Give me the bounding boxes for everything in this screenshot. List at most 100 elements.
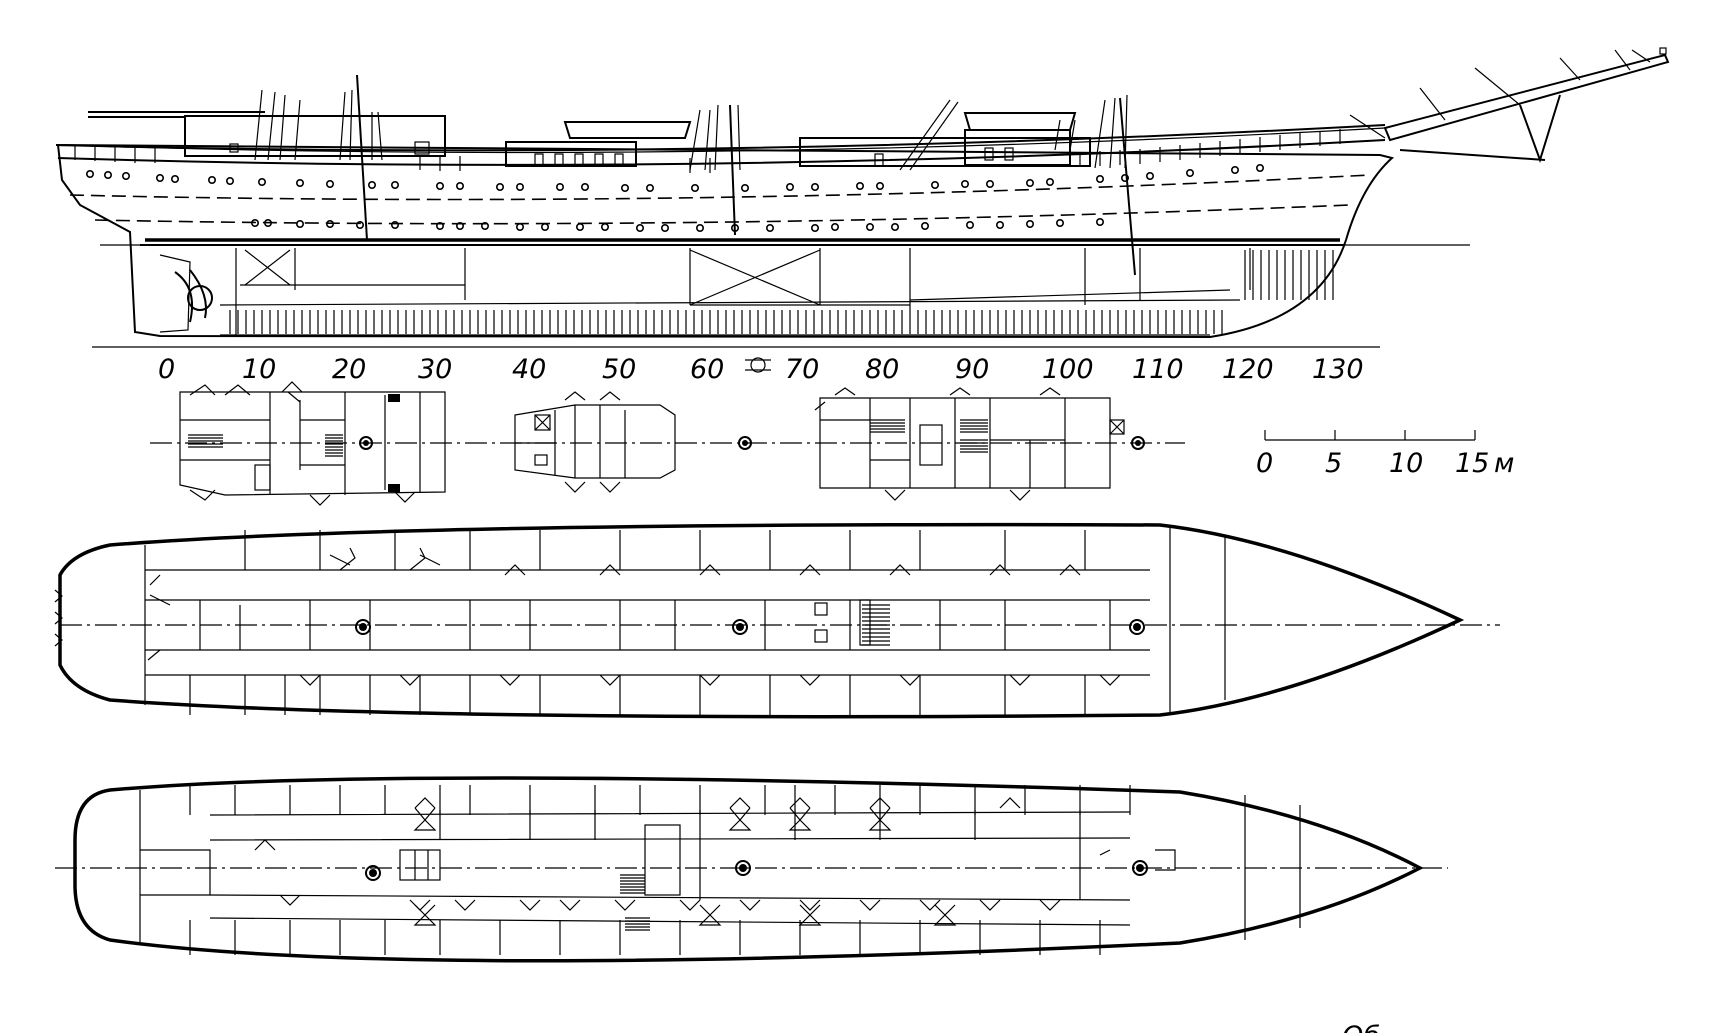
porthole bbox=[1026, 179, 1035, 188]
mast-icon bbox=[735, 860, 751, 876]
porthole bbox=[295, 179, 304, 188]
porthole bbox=[1186, 169, 1195, 178]
porthole bbox=[785, 183, 794, 192]
porthole bbox=[295, 220, 304, 229]
frame-label: 20 bbox=[332, 354, 366, 385]
frame-label: 10 bbox=[242, 354, 276, 385]
mast-icon bbox=[1131, 436, 1145, 450]
frame-label: 90 bbox=[955, 354, 989, 385]
porthole bbox=[960, 180, 969, 189]
scale-unit: м bbox=[1494, 448, 1514, 479]
porthole bbox=[890, 223, 899, 232]
porthole bbox=[156, 174, 165, 183]
porthole bbox=[1146, 172, 1155, 181]
mast-icon bbox=[365, 865, 381, 881]
porthole bbox=[251, 219, 260, 228]
porthole bbox=[660, 224, 669, 233]
porthole bbox=[695, 224, 704, 233]
propeller-icon bbox=[159, 254, 213, 333]
side-elevation: 0 10 20 30 40 50 60 70 80 90 100 110 120… bbox=[55, 47, 1670, 385]
porthole bbox=[355, 221, 364, 230]
porthole bbox=[645, 184, 654, 193]
porthole bbox=[765, 224, 774, 233]
porthole bbox=[515, 223, 524, 232]
porthole bbox=[540, 223, 549, 232]
porthole bbox=[855, 182, 864, 191]
porthole bbox=[575, 223, 584, 232]
mast-icon bbox=[355, 619, 371, 635]
frame-label: 130 bbox=[1312, 354, 1364, 385]
main-deck-plan bbox=[54, 522, 1500, 719]
porthole bbox=[208, 176, 217, 185]
porthole bbox=[435, 222, 444, 231]
porthole bbox=[830, 223, 839, 232]
porthole bbox=[1096, 175, 1105, 184]
porthole bbox=[104, 171, 113, 180]
midship-symbol-icon bbox=[745, 357, 771, 373]
porthole bbox=[740, 184, 749, 193]
scale-label: 10 bbox=[1389, 448, 1423, 479]
porthole bbox=[600, 223, 609, 232]
porthole bbox=[920, 222, 929, 231]
porthole bbox=[495, 183, 504, 192]
mast-icon bbox=[359, 436, 373, 450]
porthole bbox=[480, 222, 489, 231]
porthole bbox=[1231, 166, 1240, 175]
frame-label: 0 bbox=[158, 354, 175, 385]
porthole bbox=[367, 181, 376, 190]
porthole bbox=[1046, 178, 1055, 187]
scale-label: 15 bbox=[1455, 448, 1489, 479]
frame-label: 80 bbox=[865, 354, 899, 385]
porthole bbox=[1256, 164, 1265, 173]
frame-label: 110 bbox=[1132, 354, 1184, 385]
porthole bbox=[1026, 220, 1035, 229]
porthole bbox=[635, 224, 644, 233]
porthole bbox=[122, 172, 131, 181]
porthole bbox=[995, 221, 1004, 230]
linear-scale: 0 5 10 15 м bbox=[1256, 430, 1514, 479]
scale-label: 5 bbox=[1325, 448, 1342, 479]
porthole bbox=[810, 224, 819, 233]
porthole bbox=[455, 222, 464, 231]
porthole bbox=[515, 183, 524, 192]
mast-icon bbox=[732, 619, 748, 635]
corner-text: Об bbox=[1342, 1021, 1380, 1033]
porthole bbox=[390, 221, 399, 230]
lower-deck-plan bbox=[55, 776, 1448, 963]
frame-scale: 0 10 20 30 40 50 60 70 80 90 100 110 120… bbox=[158, 354, 1364, 385]
frame-label: 60 bbox=[690, 354, 724, 385]
porthole bbox=[810, 183, 819, 192]
deckhouse-plans: 0 5 10 15 м bbox=[150, 381, 1514, 506]
porthole bbox=[985, 180, 994, 189]
frame-label: 50 bbox=[602, 354, 636, 385]
porthole bbox=[580, 183, 589, 192]
porthole bbox=[1056, 219, 1065, 228]
frame-label: 30 bbox=[418, 354, 452, 385]
porthole bbox=[171, 175, 180, 184]
frame-label: 70 bbox=[785, 354, 819, 385]
porthole bbox=[435, 182, 444, 191]
porthole bbox=[1096, 218, 1105, 227]
porthole bbox=[875, 182, 884, 191]
porthole bbox=[1121, 174, 1130, 183]
mast-icon bbox=[1129, 619, 1145, 635]
porthole bbox=[257, 178, 266, 187]
porthole bbox=[263, 219, 272, 228]
frame-label: 40 bbox=[512, 354, 546, 385]
porthole bbox=[86, 170, 95, 179]
frame-label: 100 bbox=[1042, 354, 1094, 385]
porthole bbox=[555, 183, 564, 192]
porthole bbox=[930, 181, 939, 190]
porthole bbox=[325, 220, 334, 229]
porthole bbox=[965, 221, 974, 230]
porthole bbox=[455, 182, 464, 191]
porthole bbox=[226, 177, 235, 186]
porthole bbox=[730, 224, 739, 233]
porthole bbox=[865, 223, 874, 232]
porthole bbox=[620, 184, 629, 193]
scale-label: 0 bbox=[1256, 448, 1273, 479]
porthole bbox=[390, 181, 399, 190]
mast-icon bbox=[738, 436, 752, 450]
frame-label: 120 bbox=[1222, 354, 1274, 385]
